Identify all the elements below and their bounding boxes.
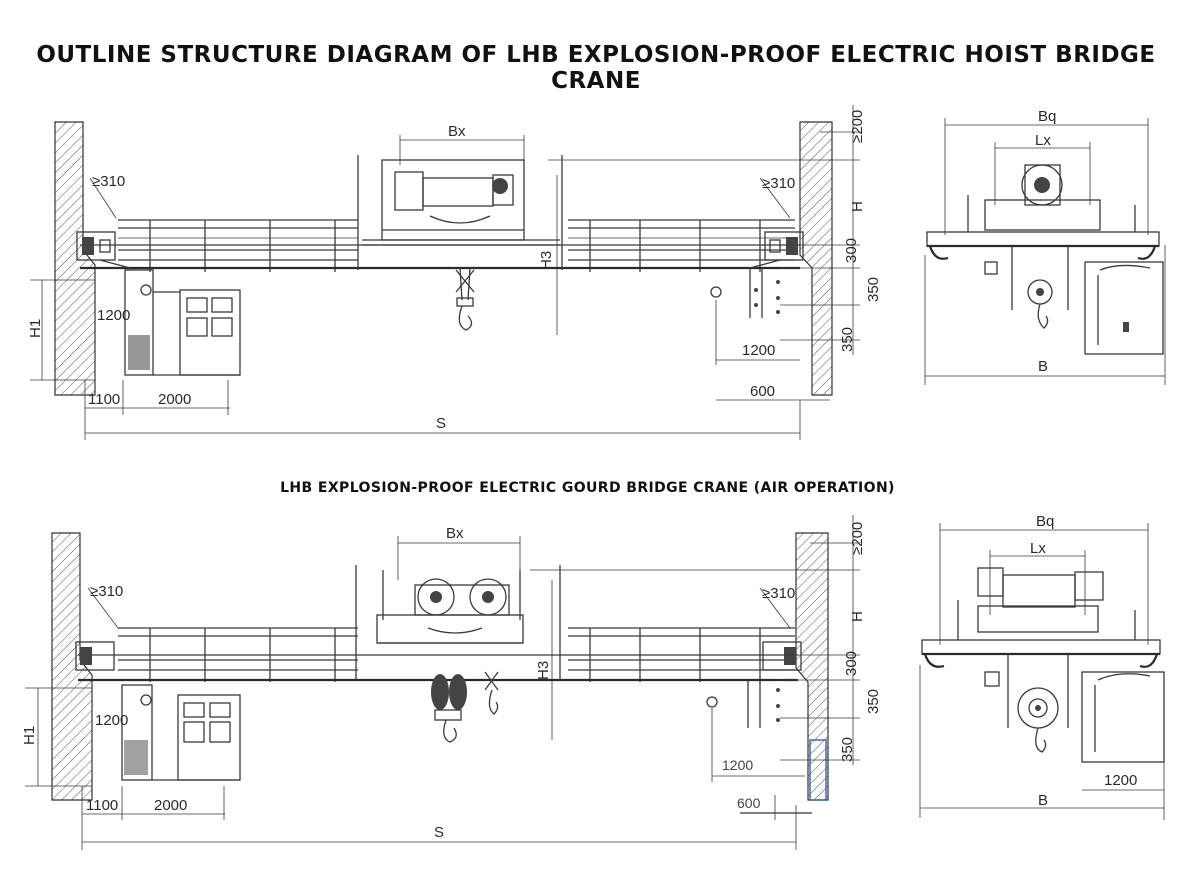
dim-310-left: ≥310	[92, 173, 125, 190]
dim-bx: Bx	[448, 123, 466, 140]
dim-h-bottom: H	[849, 611, 866, 622]
left-end-carriage-bottom	[75, 641, 115, 671]
dim-350a-bottom: 350	[865, 689, 882, 714]
left-wall	[54, 121, 96, 396]
dim-350a: 350	[865, 277, 882, 302]
bottom-front-view: Bx ≥200 H 300 350 350 H3 H1 ≥310 ≥310 12…	[21, 515, 882, 850]
operator-cab-bottom	[121, 684, 241, 781]
hook-block-bottom	[431, 671, 499, 743]
bottom-front-dimensions: Bx ≥200 H 300 350 350 H3 H1 ≥310 ≥310 12…	[21, 515, 882, 850]
dim-300: 300	[843, 238, 860, 263]
left-wall-bottom	[51, 532, 93, 801]
dim-1200-right: 1200	[742, 342, 775, 359]
dim-600: 600	[750, 383, 775, 400]
dim-1200-left-bottom: 1200	[95, 712, 128, 729]
dim-1200-right-bottom: 1200	[722, 757, 753, 773]
hook-block	[455, 267, 475, 331]
page-title: OUTLINE STRUCTURE DIAGRAM OF LHB EXPLOSI…	[36, 42, 1156, 94]
festoon-cable	[710, 268, 780, 318]
dim-600-bottom: 600	[737, 795, 761, 811]
dim-h3-bottom: H3	[535, 661, 552, 680]
right-end-carriage-bottom	[762, 641, 802, 671]
dim-h: H	[849, 201, 866, 212]
dim-200-bottom: ≥200	[849, 522, 866, 555]
right-wall	[799, 121, 833, 396]
dim-lx: Lx	[1035, 132, 1051, 149]
dim-310-right: ≥310	[762, 175, 795, 192]
dim-h1: H1	[27, 319, 44, 338]
dim-h1-bottom: H1	[21, 726, 38, 745]
festoon-cable-bottom	[706, 680, 827, 801]
top-front-view: Bx ≥200 H 300 350 350 H3 H1 ≥310 ≥310 12…	[27, 105, 882, 440]
hoist-trolley	[357, 155, 563, 270]
dim-h3: H3	[538, 251, 555, 270]
dim-1200-side: 1200	[1104, 772, 1137, 789]
dim-s-bottom: S	[434, 824, 444, 841]
dim-bq-bottom: Bq	[1036, 513, 1054, 530]
section-subtitle: LHB EXPLOSION-PROOF ELECTRIC GOURD BRIDG…	[280, 480, 895, 496]
dim-b: B	[1038, 358, 1048, 375]
left-end-carriage	[76, 231, 116, 261]
dim-2000-bottom: 2000	[154, 797, 187, 814]
dim-1100-bottom: 1100	[86, 797, 118, 814]
top-side-view: Bq Lx B	[924, 108, 1166, 385]
right-walkway-railing	[568, 219, 795, 272]
dim-1200-left: 1200	[97, 307, 130, 324]
operator-cab	[124, 269, 241, 376]
right-wall-bottom	[795, 532, 829, 801]
dim-310-right-bottom: ≥310	[762, 585, 795, 602]
right-end-carriage	[764, 231, 804, 261]
dim-350b: 350	[839, 327, 856, 352]
dim-bq: Bq	[1038, 108, 1056, 125]
left-walkway-railing	[118, 219, 358, 272]
top-front-dimensions: Bx ≥200 H 300 350 350 H3 H1 ≥310 ≥310 12…	[27, 105, 882, 440]
dim-310-left-bottom: ≥310	[90, 583, 123, 600]
dim-bx-bottom: Bx	[446, 525, 464, 542]
dim-2000: 2000	[158, 391, 191, 408]
dim-b-bottom: B	[1038, 792, 1048, 809]
dim-200: ≥200	[849, 110, 866, 143]
gourd-trolley	[355, 565, 561, 680]
dim-s: S	[436, 415, 446, 432]
dim-lx-bottom: Lx	[1030, 540, 1046, 557]
bottom-side-view: Bq Lx 1200 B	[919, 513, 1165, 820]
dim-300-bottom: 300	[843, 651, 860, 676]
main-girder	[80, 244, 800, 270]
dim-350b-bottom: 350	[839, 737, 856, 762]
dim-1100: 1100	[88, 391, 120, 408]
